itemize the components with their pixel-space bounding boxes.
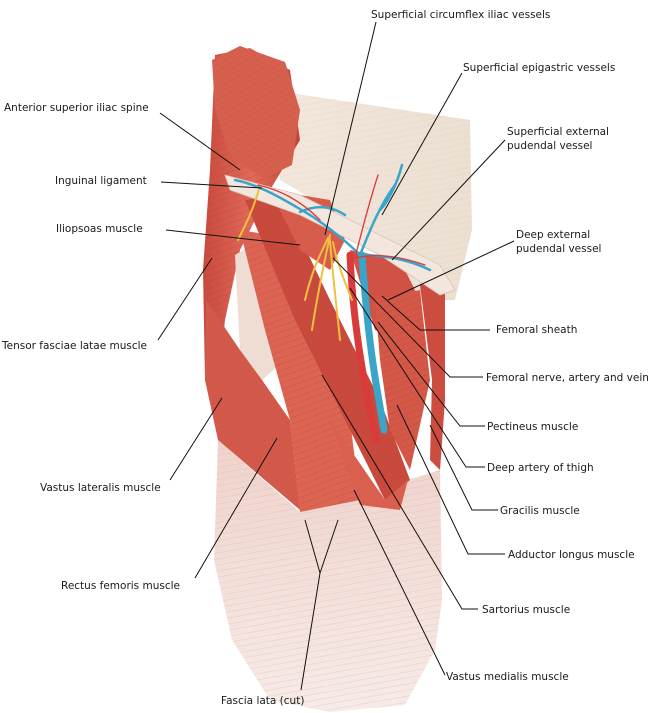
label-gracilis-muscle: Gracilis muscle <box>500 505 580 517</box>
leader-fascia-lata-branch <box>319 519 339 574</box>
femoral-vein <box>358 251 388 434</box>
leader-femoral-nerve-artery-vein <box>332 257 483 378</box>
label-deep-external-pudendal-line1: Deep external <box>516 229 590 241</box>
leader-superficial-external-pudendal <box>391 139 506 261</box>
label-deep-artery-of-thigh: Deep artery of thigh <box>487 462 594 474</box>
leader-adductor-longus <box>396 404 505 555</box>
inguinal-ligament-band <box>224 174 456 296</box>
leader-deep-external-pudendal <box>387 240 515 301</box>
label-vastus-lateralis-muscle: Vastus lateralis muscle <box>40 482 161 494</box>
vastus-lateralis-fibers <box>205 300 300 510</box>
abdominal-fascia-texture <box>270 90 472 300</box>
leader-sartorius <box>321 374 478 610</box>
label-superficial-external-pudendal-line2: pudendal vessel <box>507 140 592 152</box>
leader-pectineus <box>377 321 485 427</box>
label-pectineus-muscle: Pectineus muscle <box>487 421 578 433</box>
label-tensor-fasciae-latae-muscle: Tensor fasciae latae muscle <box>1 340 147 352</box>
superficial-veins <box>233 163 432 272</box>
label-femoral-sheath: Femoral sheath <box>496 324 577 336</box>
leader-inguinal-ligament <box>160 181 263 189</box>
label-adductor-longus-muscle: Adductor longus muscle <box>508 549 635 561</box>
label-vastus-medialis-muscle: Vastus medialis muscle <box>446 671 569 683</box>
label-iliopsoas-muscle: Iliopsoas muscle <box>56 223 143 235</box>
label-superficial-circumflex-iliac-vessels: Superficial circumflex iliac vessels <box>371 9 550 21</box>
leader-vastus-lateralis <box>169 397 223 481</box>
gracilis-shape <box>420 280 445 470</box>
label-superficial-epigastric-vessels: Superficial epigastric vessels <box>463 62 615 74</box>
label-rectus-femoris-muscle: Rectus femoris muscle <box>61 580 180 592</box>
label-sartorius-muscle: Sartorius muscle <box>482 604 570 616</box>
rectus-femoris-fibers <box>240 230 360 512</box>
leader-femoral-sheath <box>381 295 490 331</box>
sartorius-fibers <box>245 195 410 500</box>
leader-deep-artery-of-thigh <box>349 287 485 468</box>
label-femoral-nerve-artery-vein: Femoral nerve, artery and vein <box>486 372 649 384</box>
labels: Superficial circumflex iliac vessels Sup… <box>1 9 649 707</box>
label-inguinal-ligament: Inguinal ligament <box>55 175 147 187</box>
label-deep-external-pudendal-line2: pudendal vessel <box>516 243 601 255</box>
leader-anterior-superior-iliac-spine <box>159 112 241 171</box>
femoral-artery <box>346 251 380 444</box>
leader-iliopsoas <box>165 229 301 246</box>
iliac-crest-muscle-fibers <box>212 46 300 178</box>
leader-superficial-epigastric <box>381 72 463 216</box>
leader-superficial-circumflex-iliac <box>324 21 377 236</box>
vastus-medialis-shape <box>330 420 408 510</box>
leader-rectus-femoris <box>194 437 278 579</box>
leader-gracilis <box>429 424 498 511</box>
superficial-arteries <box>257 174 426 266</box>
leader-vastus-medialis <box>353 489 446 676</box>
label-anterior-superior-iliac-spine: Anterior superior iliac spine <box>4 102 149 114</box>
label-fascia-lata-cut: Fascia lata (cut) <box>221 695 304 707</box>
label-superficial-external-pudendal-line1: Superficial external <box>507 126 609 138</box>
leader-tensor-fasciae-latae <box>157 257 213 341</box>
leader-lines <box>157 21 515 691</box>
femoral-nerve <box>237 184 353 341</box>
